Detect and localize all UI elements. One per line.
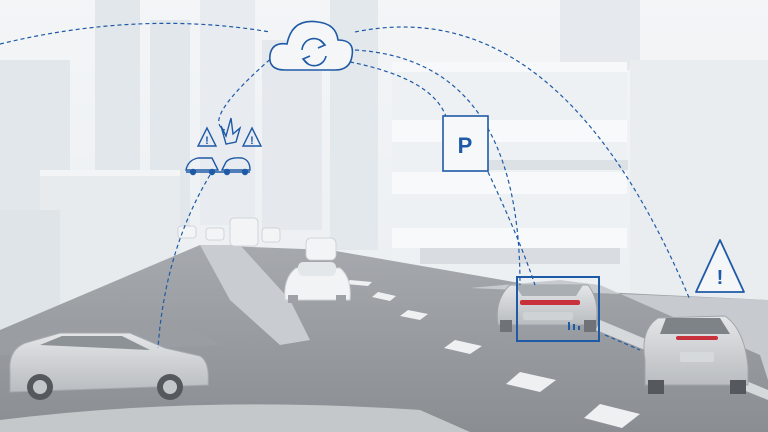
white-car <box>284 262 351 303</box>
foreground-car <box>9 332 209 400</box>
parking-letter: P <box>458 133 473 158</box>
distant-cars <box>177 217 337 261</box>
hatchback-car <box>643 315 749 394</box>
detected-car <box>496 284 598 332</box>
background-buildings <box>0 0 378 320</box>
sensor-bars <box>568 322 580 330</box>
parking-sign-icon <box>442 115 489 172</box>
cloud-sync-icon <box>268 20 354 71</box>
warning-triangle-icon <box>695 239 745 293</box>
crash-right-symbol: ! <box>250 135 254 147</box>
parking-garage <box>392 62 628 264</box>
warning-symbol: ! <box>717 267 724 289</box>
detection-box <box>516 276 600 342</box>
crash-left-symbol: ! <box>205 135 209 147</box>
crash-warning-icon <box>185 117 263 176</box>
